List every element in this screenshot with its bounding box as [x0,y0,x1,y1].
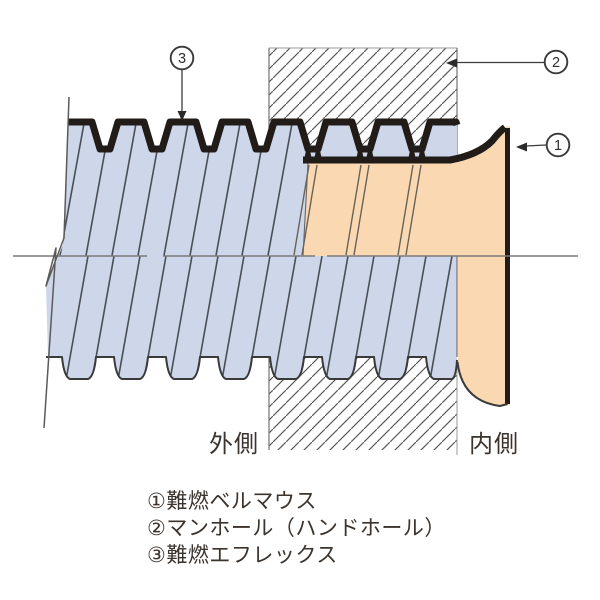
legend: ①難燃ベルマウス ②マンホール（ハンドホール） ③難燃エフレックス [147,488,446,569]
legend-item-1: ①難燃ベルマウス [147,488,446,515]
legend-item-2: ②マンホール（ハンドホール） [147,515,446,542]
legend-item-3: ③難燃エフレックス [147,542,446,569]
callout-1: 1 [516,134,569,157]
label-inside: 内側 [469,431,519,458]
callout-3-number: 3 [178,51,186,67]
callout-1-number: 1 [554,138,562,154]
label-outside: 外側 [209,431,259,458]
callout-2-number: 2 [552,55,560,71]
arrow-left-icon [516,143,527,152]
callout-2: 2 [446,51,567,74]
callout-3: 3 [171,47,194,121]
